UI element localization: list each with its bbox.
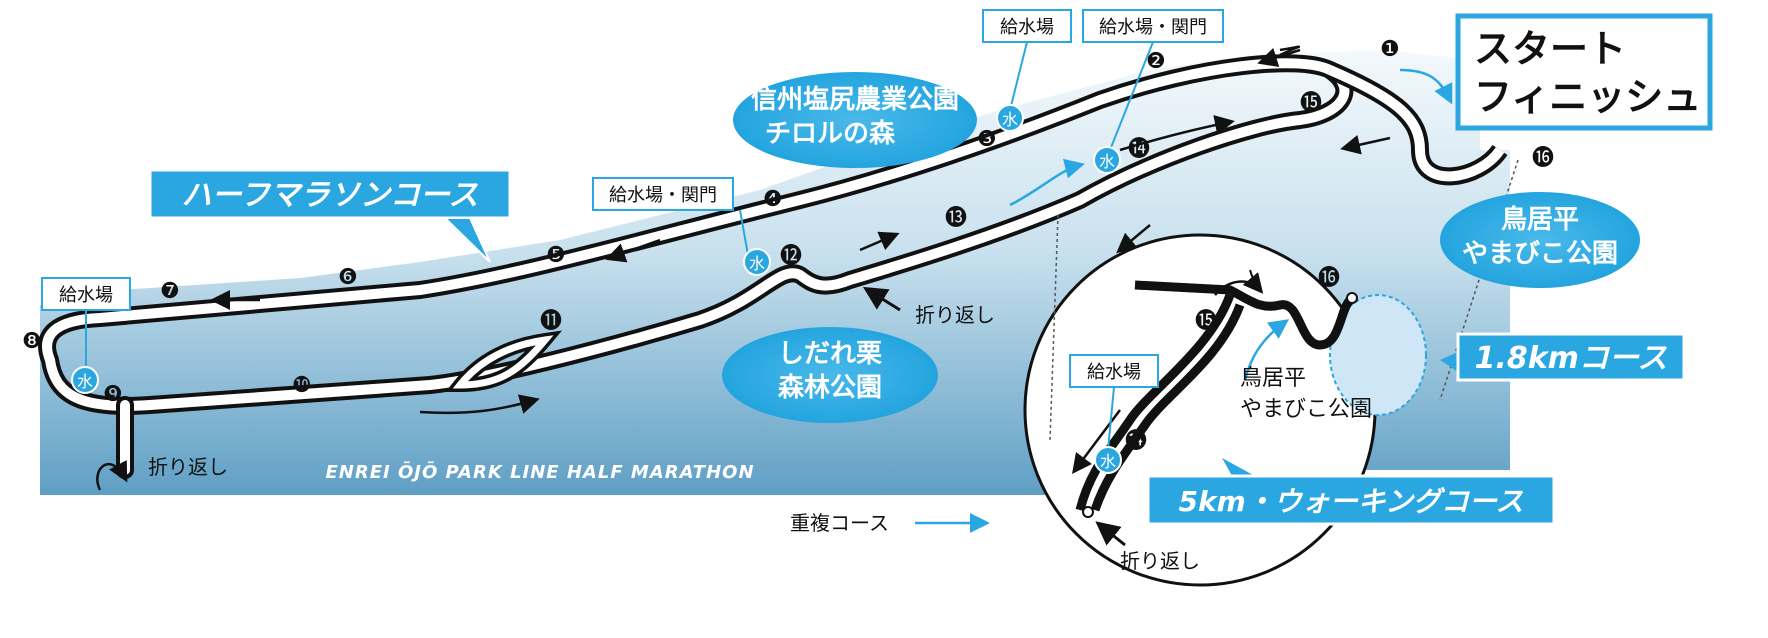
km-marker-10: ❿	[292, 373, 312, 398]
km-marker-1: ❶	[1380, 37, 1400, 62]
half-course-label: ハーフマラソンコース	[148, 168, 512, 263]
inset-park-label: 鳥居平 やまびこ公園	[1240, 366, 1372, 422]
park-shinshu: 信州塩尻農業公園 チロルの森	[733, 72, 977, 168]
park-toriidaira-line1: 鳥居平	[1501, 205, 1579, 235]
finish-label: フィニッシュ	[1474, 75, 1701, 119]
aid-label-gate-top: 給水場・関門	[1099, 17, 1207, 38]
svg-text:水: 水	[1099, 152, 1115, 171]
km-marker-16: ⓰	[1532, 146, 1554, 171]
km-marker-4: ❹	[763, 187, 783, 212]
turnaround-left: 折り返し	[148, 455, 228, 479]
aid-label-gate-mid: 給水場・関門	[609, 185, 717, 206]
km-marker-8: ❽	[22, 329, 42, 354]
course-18-label: 1.8kmコース	[1440, 332, 1686, 382]
km-marker-7: ❼	[160, 279, 180, 304]
half-course-title: ハーフマラソンコース	[182, 178, 479, 213]
svg-text:水: 水	[1002, 110, 1018, 129]
km-markers: ❶ ❷ ❸ ❹ ❺ ❻ ❼ ❽ ❾ ❿ ⓫ ⓬ ⓭ ⓮ ⓯ ⓰ ⓮ ⓯ ⓰	[22, 37, 1554, 454]
km-marker-12: ⓬	[780, 244, 802, 269]
inset-km-marker-15: ⓯	[1195, 309, 1217, 334]
direction-arrows	[96, 45, 1453, 491]
inset-km-marker-14: ⓮	[1125, 429, 1147, 454]
park-shinshu-line2: チロルの森	[765, 119, 896, 149]
event-name: ENREI ŌJŌ PARK LINE HALF MARATHON	[325, 461, 754, 483]
inset-park-line2: やまびこ公園	[1240, 397, 1372, 422]
park-shidare-line2: 森林公園	[778, 373, 882, 403]
course-18-title: 1.8kmコース	[1475, 341, 1668, 376]
aid-label-top: 給水場	[1000, 17, 1054, 38]
aid-labels: 給水場 給水場・関門 給水場 給水場・関門 給水場	[41, 9, 1224, 451]
km-marker-2: ❷	[1146, 49, 1166, 74]
turnaround-inset: 折り返し	[1120, 549, 1200, 573]
course-5-walk-title: 5km・ウォーキングコース	[1178, 485, 1523, 518]
park-shinshu-line1: 信州塩尻農業公園	[751, 85, 959, 115]
start-label: スタート	[1474, 27, 1626, 71]
turnaround-mid: 折り返し	[915, 303, 995, 327]
half-course-road	[38, 54, 1508, 479]
water-marker: 水	[743, 248, 771, 276]
turnaround-labels: 折り返し 折り返し 折り返し	[148, 303, 1200, 573]
km-marker-13: ⓭	[945, 206, 967, 231]
km-marker-6: ❻	[338, 265, 358, 290]
aid-label-left: 給水場	[59, 285, 113, 306]
aid-label-inset: 給水場	[1087, 362, 1141, 383]
legend-overlap: 重複コース	[790, 511, 990, 535]
park-toriidaira: 鳥居平 やまびこ公園	[1440, 192, 1640, 288]
water-marker: 水	[71, 366, 99, 394]
km-marker-15: ⓯	[1300, 91, 1322, 116]
start-finish-label: スタート フィニッシュ	[1455, 13, 1713, 131]
water-marker: 水	[1094, 446, 1122, 474]
svg-text:水: 水	[1100, 452, 1116, 471]
park-toriidaira-line2: やまびこ公園	[1462, 239, 1618, 269]
water-marker: 水	[1093, 146, 1121, 174]
km-marker-11: ⓫	[540, 309, 562, 334]
svg-text:水: 水	[77, 372, 93, 391]
inset-park-line1: 鳥居平	[1240, 366, 1306, 391]
water-marker: 水	[996, 104, 1024, 132]
inset-km-marker-16: ⓰	[1318, 266, 1340, 291]
water-markers: 水 水 水 水 水	[71, 104, 1122, 474]
svg-text:水: 水	[749, 254, 765, 273]
course-5-walk-label: 5km・ウォーキングコース	[1146, 458, 1556, 526]
park-shidare: しだれ栗 森林公園	[722, 327, 938, 423]
legend-overlap-label: 重複コース	[790, 511, 889, 535]
km-marker-14: ⓮	[1128, 137, 1150, 162]
park-shidare-line1: しだれ栗	[778, 339, 882, 369]
km-marker-5: ❺	[546, 243, 566, 268]
km-marker-9: ❾	[103, 382, 123, 407]
km-marker-3: ❸	[977, 127, 997, 152]
